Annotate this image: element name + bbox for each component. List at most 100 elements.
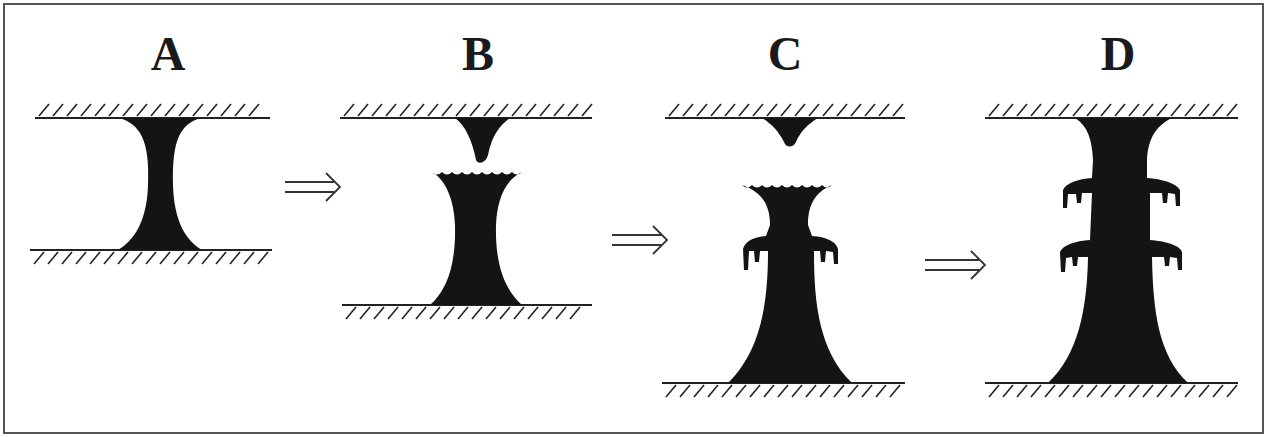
hatch-mark (414, 104, 424, 116)
hatch-mark (456, 104, 466, 116)
hatch-mark (428, 104, 438, 116)
hatch-mark (823, 104, 833, 116)
hatch-mark (989, 385, 999, 397)
hatch-mark (1185, 104, 1195, 116)
arrow-shaft (925, 259, 979, 261)
hatch-mark (666, 385, 676, 397)
hatch-mark (683, 104, 693, 116)
arrow-head (326, 173, 340, 201)
panel-letter: A (151, 30, 186, 78)
hatch-mark (778, 385, 788, 397)
hatch-mark (207, 104, 217, 116)
hatch-mark (512, 104, 522, 116)
plates (30, 104, 1238, 397)
hatch-mark (500, 307, 510, 319)
hatch-mark (722, 385, 732, 397)
hatch-mark (739, 104, 749, 116)
hatch-mark (750, 385, 760, 397)
hatch-mark (202, 252, 212, 264)
hatch-mark (344, 104, 354, 116)
hatch-mark (430, 307, 440, 319)
hatch-mark (442, 104, 452, 116)
hatch-mark (146, 252, 156, 264)
hatch-mark (781, 104, 791, 116)
hatch-mark (795, 104, 805, 116)
hatch-mark (890, 385, 900, 397)
hatch-mark (416, 307, 426, 319)
panel-letter: B (462, 30, 494, 78)
hatch-mark (1017, 385, 1027, 397)
hatch-mark (865, 104, 875, 116)
hatch-mark (151, 104, 161, 116)
hatch-mark (697, 104, 707, 116)
frame-border (4, 4, 1263, 433)
hatch-mark (554, 104, 564, 116)
hatch-mark (820, 385, 830, 397)
double-arrow (285, 173, 340, 201)
hatch-mark (498, 104, 508, 116)
hatch-mark (1003, 104, 1013, 116)
hatch-mark (249, 104, 259, 116)
hatch-mark (1129, 385, 1139, 397)
hatch-mark (1003, 385, 1013, 397)
hatch-mark (862, 385, 872, 397)
hatch-mark (1045, 104, 1055, 116)
hatch-mark (582, 104, 592, 116)
hatch-mark (1059, 385, 1069, 397)
hatch-mark (834, 385, 844, 397)
hatch-mark (851, 104, 861, 116)
hatch-mark (458, 307, 468, 319)
hatch-mark (165, 104, 175, 116)
hatch-mark (570, 307, 580, 319)
hatch-mark (1101, 385, 1111, 397)
hatch-mark (1115, 104, 1125, 116)
hatch-mark (76, 252, 86, 264)
arrow-head (653, 226, 667, 254)
hatch-mark (767, 104, 777, 116)
arrow-shaft (285, 181, 334, 183)
step-arrows (285, 173, 985, 279)
hatch-mark (1171, 104, 1181, 116)
hatch-mark (528, 307, 538, 319)
hatch-mark (669, 104, 679, 116)
hatch-mark (1199, 385, 1209, 397)
hatch-mark (1227, 385, 1237, 397)
hatch-mark (244, 252, 254, 264)
hatch-mark (1213, 104, 1223, 116)
hatch-mark (486, 307, 496, 319)
hatch-mark (39, 104, 49, 116)
hatch-mark (542, 307, 552, 319)
hatch-mark (876, 385, 886, 397)
hatch-mark (526, 104, 536, 116)
hatch-mark (736, 385, 746, 397)
hatch-mark (346, 307, 356, 319)
arrow-head (971, 251, 985, 279)
hatch-mark (1073, 104, 1083, 116)
hatch-mark (374, 307, 384, 319)
hatch-mark (360, 307, 370, 319)
residual-drop (455, 118, 510, 163)
hatch-mark (1227, 104, 1237, 116)
hatch-mark (1059, 104, 1069, 116)
residual-drop (762, 118, 818, 147)
hatch-mark (1143, 385, 1153, 397)
hatch-mark (1157, 104, 1167, 116)
grown-column (728, 185, 852, 383)
hatch-mark (753, 104, 763, 116)
arrow-shaft (285, 191, 334, 193)
panel-letter: D (1101, 30, 1136, 78)
hatch-mark (809, 104, 819, 116)
hatch-mark (1101, 104, 1111, 116)
hatch-mark (137, 104, 147, 116)
hatch-mark (806, 385, 816, 397)
hatch-mark (179, 104, 189, 116)
hatch-mark (711, 104, 721, 116)
hatch-mark (540, 104, 550, 116)
metal-deposits (118, 118, 1188, 383)
hatch-mark (90, 252, 100, 264)
hatch-mark (216, 252, 226, 264)
hatch-mark (1143, 104, 1153, 116)
hatch-mark (1115, 385, 1125, 397)
